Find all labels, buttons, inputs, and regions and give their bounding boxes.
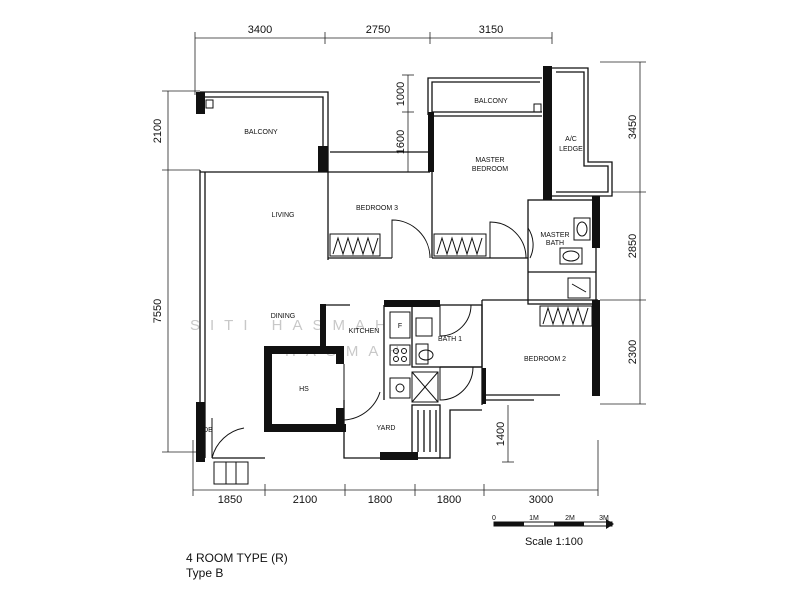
label-bedroom2: BEDROOM 2	[524, 356, 566, 363]
label-ac-ledge-1: A/C	[565, 136, 577, 143]
scale-tick-0: 0	[492, 515, 496, 522]
label-balcony-right: BALCONY	[474, 98, 508, 105]
label-bedroom3: BEDROOM 3	[356, 205, 398, 212]
plan-type-subtitle: Type B	[186, 566, 224, 580]
dim-top-1: 3400	[248, 24, 272, 36]
dim-bottom-4: 1800	[437, 494, 461, 506]
label-bath1: BATH 1	[438, 336, 462, 343]
dim-bottom-5: 3000	[529, 494, 553, 506]
label-db: DB	[203, 427, 213, 434]
dimension-lines	[162, 32, 646, 496]
label-living: LIVING	[272, 212, 295, 219]
scale-tick-3: 3M	[599, 515, 609, 522]
dim-left-2: 7550	[152, 299, 164, 323]
watermark-top: SITI HASMAH	[190, 317, 396, 334]
dim-right-1: 3450	[627, 115, 639, 139]
plan-type-title: 4 ROOM TYPE (R)	[186, 551, 288, 565]
dim-top-3: 3150	[479, 24, 503, 36]
wardrobe-master	[433, 233, 487, 257]
dim-bottom-3: 1800	[368, 494, 392, 506]
structural-walls	[196, 66, 600, 462]
label-kitchen: KITCHEN	[349, 328, 380, 335]
fixtures	[205, 99, 591, 403]
dim-top-2: 2750	[366, 24, 390, 36]
dim-inner-1000: 1000	[395, 82, 407, 106]
room-labels: BALCONY BALCONY A/C LEDGE MASTER BEDROOM…	[203, 98, 583, 434]
dim-bottom-2: 2100	[293, 494, 317, 506]
label-master-bath-1: MASTER	[540, 232, 569, 239]
label-dining: DINING	[271, 313, 296, 320]
scale-label: Scale 1:100	[525, 536, 583, 548]
scale-tick-1: 1M	[529, 515, 539, 522]
dim-bottom-1: 1850	[218, 494, 242, 506]
label-balcony-left: BALCONY	[244, 129, 278, 136]
dim-right-2: 2850	[627, 234, 639, 258]
wardrobe-bedroom2	[539, 305, 593, 327]
label-hs: HS	[299, 386, 309, 393]
door-swings	[211, 219, 534, 485]
label-master-bedroom-1: MASTER	[475, 157, 504, 164]
label-master-bath-2: BATH	[546, 240, 564, 247]
label-yard: YARD	[377, 425, 396, 432]
wardrobe-bedroom3	[329, 233, 381, 257]
dim-inner-1600: 1600	[395, 130, 407, 154]
dim-left-1: 2100	[152, 119, 164, 143]
scale-tick-2: 2M	[565, 515, 575, 522]
dim-right-3: 2300	[627, 340, 639, 364]
label-master-bedroom-2: BEDROOM	[472, 166, 508, 173]
dim-inner-1400: 1400	[495, 422, 507, 446]
label-ac-ledge-2: LEDGE	[559, 146, 583, 153]
label-fridge: F	[398, 323, 402, 330]
scale-bar: 0 1M 2M 3M Scale 1:100	[492, 515, 614, 548]
